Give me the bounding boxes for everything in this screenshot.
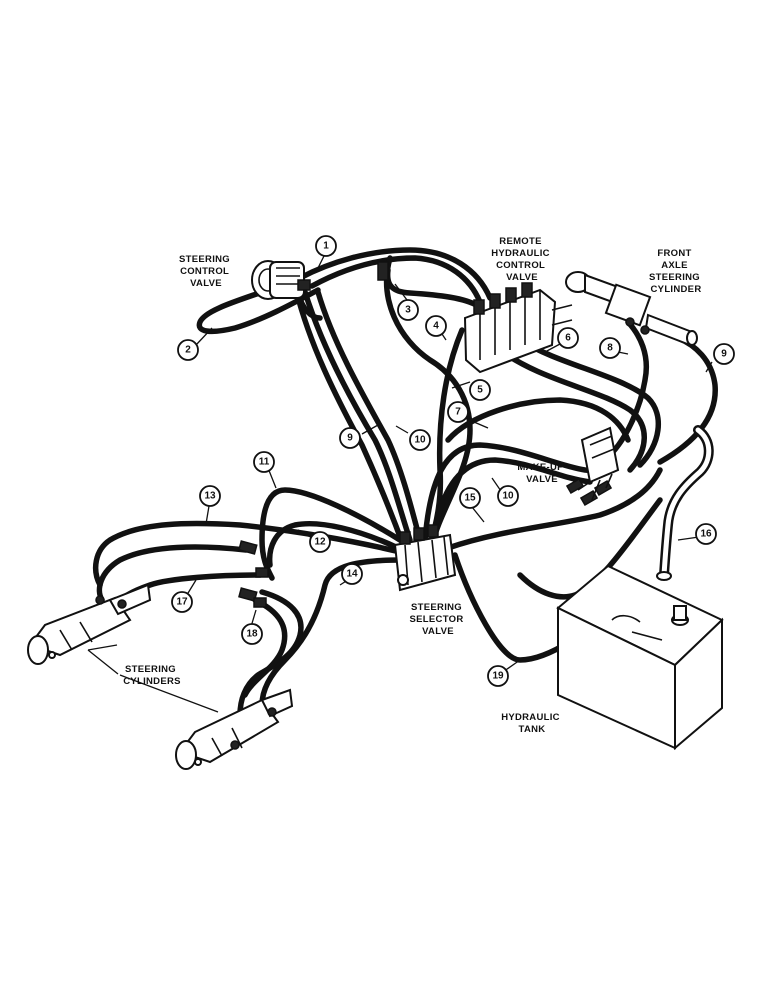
callout-12: 9 [713,343,735,365]
hose-11 [607,319,650,458]
callout-4: 2 [177,339,199,361]
svg-text:15: 15 [464,493,476,504]
fittings [238,261,389,608]
label-front-axle-steering-cylinder: FRONT AXLE STEERING CYLINDER [649,248,703,295]
hose-3b [309,255,483,305]
hose-2b [429,457,593,548]
label-make-up-valve: MAKE-UP VALVE [517,462,566,485]
svg-text:7: 7 [455,407,461,418]
svg-text:3: 3 [405,305,411,316]
hose-7 [259,487,403,581]
svg-text:2: 2 [185,345,191,356]
svg-text:4: 4 [433,321,439,332]
callout-10-lower: 18 [241,623,263,645]
callouts: 1 2 3 4 5 6 7 8 9 9 10 10 11 12 13 14 15… [171,235,735,687]
steering-cylinder-upper [27,583,152,665]
pipe-1 [659,425,714,580]
callout-1: 16 [695,523,717,545]
hose-12 [657,335,718,465]
steering-control-valve [251,260,311,300]
callout-15: 5 [469,379,491,401]
svg-text:17: 17 [176,597,188,608]
callout-9-upper: 13 [199,485,221,507]
svg-text:10: 10 [502,491,514,502]
callout-3: 1 [315,235,337,257]
remote-hydraulic-control-valve [463,282,573,374]
callout-14: 4 [425,315,447,337]
hose-14 [383,255,473,548]
svg-text:13: 13 [204,491,216,502]
label-steering-cylinders: STEERING CYLINDERS [123,664,181,687]
callout-17: 7 [447,401,469,423]
svg-text:5: 5 [477,385,483,396]
label-remote-hydraulic-control-valve: REMOTE HYDRAULIC CONTROL VALVE [491,236,553,283]
steering-selector-valve [393,524,457,592]
svg-text:18: 18 [246,629,258,640]
svg-text:14: 14 [346,569,358,580]
label-hydraulic-tank: HYDRAULIC TANK [501,712,563,735]
hose-18 [445,467,663,551]
hose-3 [297,247,493,301]
svg-text:9: 9 [721,349,727,360]
hose-5b [293,287,405,545]
callout-10-upper: 17 [171,591,193,613]
hose-9a [92,520,403,588]
callout-6: 10 [409,429,431,451]
callout-8: 12 [309,531,331,553]
callout-5: 9 [339,427,361,449]
callout-9-lower: 14 [341,563,363,585]
hose-16 [497,347,647,473]
steering-cylinder-lower [175,688,294,770]
svg-text:11: 11 [259,457,270,468]
svg-text:9: 9 [347,433,353,444]
svg-text:12: 12 [314,537,326,548]
svg-text:10: 10 [414,435,426,446]
component-labels: STEERING CONTROL VALVE REMOTE HYDRAULIC … [123,236,703,735]
hydraulic-tank [556,564,724,751]
svg-text:6: 6 [565,333,571,344]
hose-9a2 [96,544,249,603]
svg-text:16: 16 [700,529,712,540]
callout-18: 15 [459,487,481,509]
hose-8 [266,520,401,568]
hose-6 [315,289,423,543]
svg-text:19: 19 [492,671,504,682]
callout-13: 3 [397,299,419,321]
svg-text:1: 1 [323,241,329,252]
label-steering-selector-valve: STEERING SELECTOR VALVE [410,602,467,637]
callout-19: 19 [487,665,509,687]
hose-10c [242,597,288,698]
svg-text:8: 8 [607,343,613,354]
callout-7: 11 [253,451,275,473]
make-up-valve [565,426,620,506]
front-axle-steering-cylinder [565,271,698,347]
callout-16: 6 [557,327,579,349]
pipe-1-inner [661,427,712,578]
label-steering-control-valve: STEERING CONTROL VALVE [179,254,233,289]
callout-2: 10 [497,485,519,507]
hose-5 [302,289,413,543]
callout-11: 8 [599,337,621,359]
